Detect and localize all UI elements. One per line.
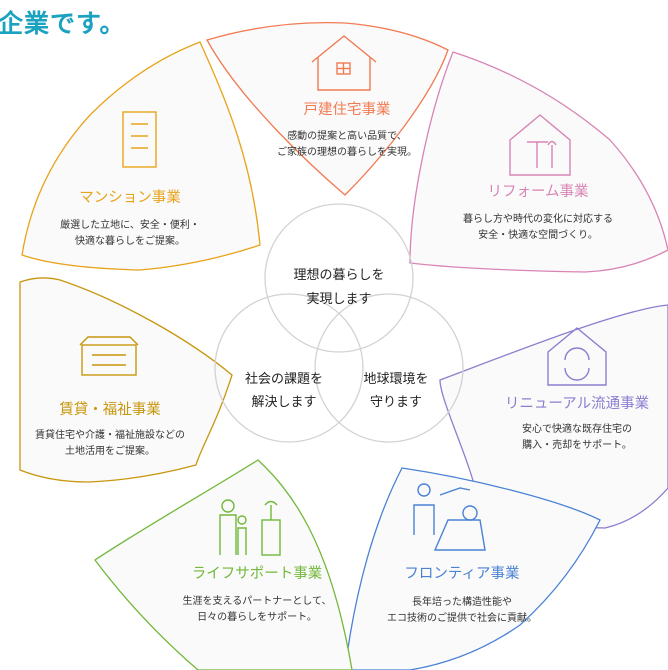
core-right-line-2: 守ります (370, 395, 422, 410)
petal-title: ライフサポート事業 (192, 565, 323, 582)
core-right-line-1: 地球環境を (363, 372, 428, 387)
petal-desc-line-1: 賃貸住宅や介護・福祉施設などの (35, 428, 185, 441)
petal-life-support[interactable]: ライフサポート事業 生涯を支えるパートナーとして、 日々の暮らしをサポート。 (94, 459, 353, 670)
apartment-icon (79, 336, 139, 376)
petal-title: フロンティア事業 (404, 565, 519, 582)
petal-detached-house[interactable]: 戸建住宅事業 感動の提案と高い品質で、 ご家族の理想の暮らしを実現。 (206, 21, 449, 196)
petal-desc-line-1: 厳選した立地に、安全・便利・ (60, 218, 200, 231)
petal-frontier[interactable]: フロンティア事業 長年培った構造性能や エコ技術のご提供で社会に貢献。 (344, 467, 601, 670)
petal-title: 賃貸・福祉事業 (59, 401, 161, 418)
petal-rental-welfare[interactable]: 賃貸・福祉事業 賃貸住宅や介護・福祉施設などの 土地活用をご提案。 (19, 277, 233, 483)
petal-reform[interactable]: リフォーム事業 暮らし方や時代の変化に対応する 安全・快適な空間づくり。 (409, 51, 668, 273)
petal-desc-line-1: 安心で快適な既存住宅の (522, 422, 632, 435)
building-icon (122, 111, 157, 168)
page-title: 企業です。 (0, 9, 126, 38)
petal-desc-line-1: 暮らし方や時代の変化に対応する (463, 212, 613, 225)
petal-desc-line-2: 土地活用をご提案。 (65, 444, 155, 457)
venn-circle-left (214, 293, 364, 443)
venn-circle-right (314, 293, 464, 443)
petal-desc-line-1: 長年培った構造性能や (412, 595, 512, 608)
petal-desc-line-2: 購入・売却をサポート。 (522, 438, 632, 451)
petal-condominium[interactable]: マンション事業 厳選した立地に、安全・便利・ 快適な暮らしをご提案。 (21, 41, 261, 271)
renewal-house-icon (547, 327, 607, 386)
core-left-line-1: 社会の課題を (245, 371, 323, 387)
core-top-line-1: 理想の暮らしを (293, 267, 384, 283)
frontier-icon (413, 483, 486, 551)
family-icon (219, 499, 281, 556)
petal-desc-line-2: 安全・快適な空間づくり。 (478, 228, 598, 241)
petal-desc-line-2: 日々の暮らしをサポート。 (197, 610, 317, 623)
petal-renewal-distribution[interactable]: リニューアル流通事業 安心で快適な既存住宅の 購入・売却をサポート。 (439, 304, 668, 529)
petal-title: リフォーム事業 (487, 183, 588, 200)
petal-title: リニューアル流通事業 (505, 395, 649, 412)
petal-desc-line-1: 生涯を支えるパートナーとして、 (183, 594, 332, 607)
venn-circles (214, 203, 464, 443)
core-left-line-2: 解決します (251, 395, 316, 410)
petal-title: 戸建住宅事業 (304, 101, 391, 118)
petal-desc-line-2: ご家族の理想の暮らしを実現。 (277, 145, 417, 158)
petal-desc-line-1: 感動の提案と高い品質で、 (287, 129, 407, 142)
petal-desc-line-2: エコ技術のご提供で社会に貢献。 (387, 611, 537, 624)
petal-desc-line-2: 快適な暮らしをご提案。 (75, 234, 185, 247)
core-top-line-2: 実現します (306, 291, 371, 307)
venn-circle-top (264, 203, 414, 353)
petal-title: マンション事業 (79, 189, 181, 206)
tools-house-icon (509, 114, 571, 176)
house-icon (311, 35, 377, 91)
